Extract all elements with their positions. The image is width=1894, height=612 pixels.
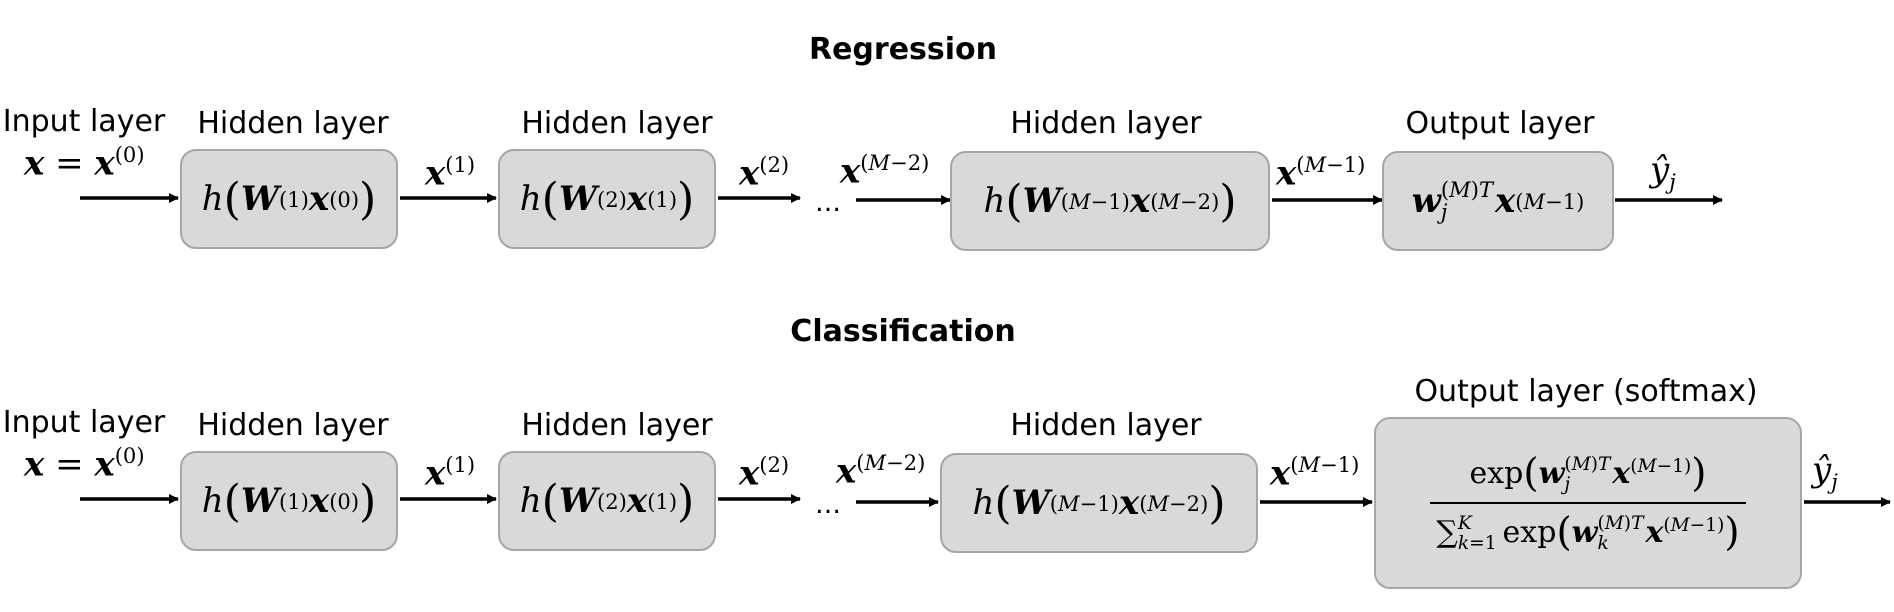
output-layer-label: Output layer	[1405, 106, 1595, 141]
input-layer-label: Input layer	[2, 405, 166, 440]
hidden-layer-label: Hidden layer	[1010, 106, 1202, 141]
signal-label: x(2)	[739, 152, 790, 194]
input-signal: x = x(0)	[24, 142, 145, 184]
hidden-layer-label: Hidden layer	[521, 408, 713, 443]
hidden-layer-label: Hidden layer	[197, 106, 389, 141]
classification-title: Classification	[790, 314, 1016, 349]
hidden-layer-label: Hidden layer	[1010, 408, 1202, 443]
signal-label: x(2)	[739, 452, 790, 494]
output-signal: ŷj	[1812, 450, 1838, 494]
hidden-layer-label: Hidden layer	[521, 106, 713, 141]
output-layer-label: Output layer (softmax)	[1414, 374, 1758, 409]
fraction-bar	[1430, 502, 1746, 504]
hidden-layer-box: h(W(M−1)x(M−2))	[950, 151, 1270, 251]
hidden-layer-box: h(W(2)x(1))	[498, 149, 716, 249]
signal-label: x(M−2)	[840, 150, 930, 192]
input-layer-label: Input layer	[2, 104, 166, 139]
signal-label: x(M−1)	[1270, 452, 1360, 494]
signal-label: x(M−2)	[836, 450, 926, 492]
regression-title: Regression	[808, 32, 998, 67]
hidden-layer-box: h(W(2)x(1))	[498, 451, 716, 551]
hidden-layer-box: h(W(1)x(0))	[180, 149, 398, 249]
signal-label: x(M−1)	[1276, 152, 1366, 194]
output-signal: ŷj	[1650, 150, 1676, 194]
ellipsis: …	[815, 188, 841, 218]
ellipsis: …	[815, 490, 841, 520]
hidden-layer-label: Hidden layer	[197, 408, 389, 443]
hidden-layer-box: h(W(1)x(0))	[180, 451, 398, 551]
signal-label: x(1)	[425, 152, 476, 194]
signal-label: x(1)	[425, 452, 476, 494]
hidden-layer-box: h(W(M−1)x(M−2))	[940, 453, 1258, 553]
input-signal: x = x(0)	[24, 443, 145, 485]
